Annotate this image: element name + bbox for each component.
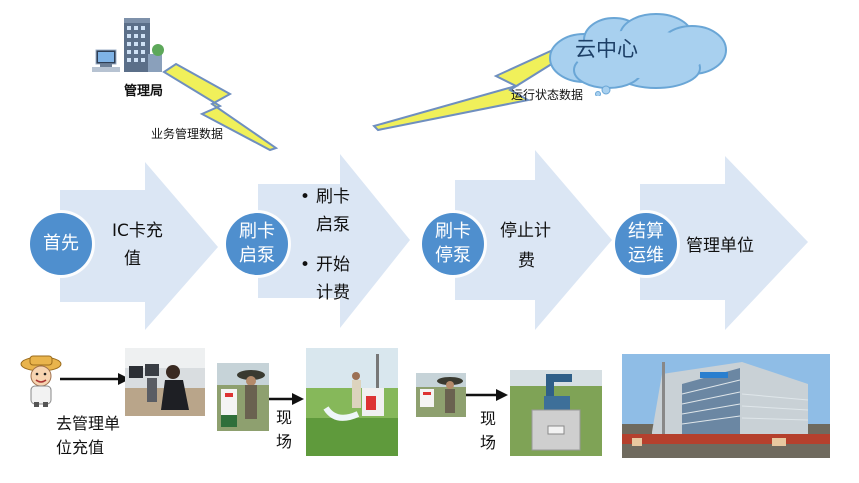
bullet-dot: • [300,187,311,207]
office-recharge-photo [125,348,205,416]
card-swipe-photo [217,363,269,431]
bullet-dot: • [300,255,311,275]
step-bullet-line: 刷卡 [316,187,350,207]
step-circle-swipe-start: 刷卡 启泵 [226,213,288,275]
admin-label: 管理局 [124,84,164,99]
flow-arrow-icon [60,373,130,385]
step-bullet-line: 启泵 [316,215,350,235]
card-swipe-photo [416,373,466,417]
step-arrow [60,162,218,330]
step-circle-label: 刷卡 [435,221,471,242]
site-label: 现 [480,409,497,428]
step-circle-settle: 结算 运维 [615,213,677,275]
step-text-line: 管理单位 [686,236,754,256]
step-text-line: 值 [124,249,141,269]
step-arrow [455,150,612,330]
management-building-photo [622,354,830,458]
farmer-icon [20,352,62,408]
step-arrow [258,154,410,328]
run-status-label: 运行状态数据 [511,88,584,102]
step-circle-label: 结算 [628,221,664,242]
admin-building-icon [88,14,168,82]
site-label: 现 [276,408,293,427]
step-text-line: 停止计 [500,221,551,241]
step-circle-label: 首先 [43,233,79,254]
step-arrow [640,156,808,330]
site-label: 场 [276,432,293,451]
business-data-label: 业务管理数据 [151,127,224,141]
go-admin-label: 去管理单 [56,414,121,433]
step-circle-label: 启泵 [239,245,275,266]
step-circle-swipe-stop: 刷卡 停泵 [422,213,484,275]
step-text-line: IC卡充 [112,221,163,241]
step-circle-label: 刷卡 [239,221,275,242]
site-label: 场 [480,433,497,452]
lightning-icon [150,62,290,152]
step-circle-label: 运维 [628,245,664,266]
step-circle-first: 首先 [30,213,92,275]
go-admin-label: 位充值 [56,438,105,457]
cloud-label: 云中心 [575,37,638,61]
flow-arrow-icon [460,389,508,401]
step-bullet-line: 开始 [316,255,350,275]
cloud-icon [544,10,734,97]
step-text-line: 费 [518,251,535,271]
field-pump-photo [306,348,398,456]
step-circle-label: 停泵 [435,245,471,266]
step-bullet-line: 计费 [316,283,350,303]
pump-station-photo [510,370,602,456]
